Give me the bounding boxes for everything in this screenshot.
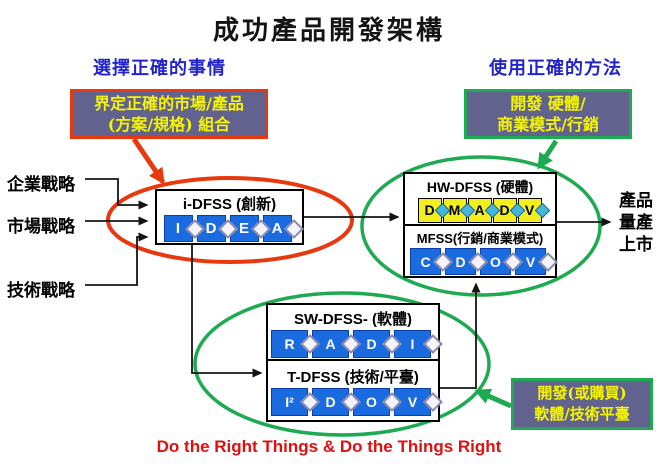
callout-line: (方案/規格) 組合 — [107, 115, 231, 134]
label-enterprise-strategy: 企業戰略 — [7, 175, 75, 195]
process-title-t-dfss: T-DFSS (技術/平臺) — [287, 369, 419, 386]
connector-idfss-to-tdfss — [191, 245, 263, 378]
callout-develop-software-platform: 開發(或購買) 軟體/技術平臺 — [511, 378, 653, 430]
green-callout-arrow-top — [536, 139, 559, 170]
callout-develop-hardware: 開發 硬體/ 商業模式/行銷 — [464, 89, 632, 139]
process-title-hw-dfss: HW-DFSS (硬體) — [426, 178, 534, 195]
label-product-launch-line: 量產 — [619, 213, 653, 233]
connector-tdfss-to-mfss — [440, 282, 481, 389]
callout-line: 開發 硬體/ — [510, 94, 586, 113]
phase-letter-box: R — [271, 329, 308, 358]
green-ellipse-hw-mfss — [360, 155, 602, 297]
label-product-launch-line: 產品 — [619, 191, 653, 211]
process-title-mfss: MFSS(行銷/商業模式) — [416, 231, 544, 246]
label-product-launch: 產品 量產 上市 — [619, 190, 653, 256]
green-ellipse-sw-t — [193, 291, 491, 437]
green-callout-arrow-bottom — [474, 388, 513, 409]
label-market-strategy: 市場戰略 — [7, 217, 75, 237]
red-callout-arrow — [131, 137, 166, 185]
heading-choose-right-things: 選擇正確的事情 — [93, 58, 226, 79]
heading-use-right-methods: 使用正確的方法 — [489, 58, 622, 79]
callout-line: 軟體/技術平臺 — [534, 405, 630, 423]
callout-line: 開發(或購買) — [537, 384, 627, 402]
connector-tech-to-idfss — [85, 232, 149, 286]
connector-enterprise-to-idfss — [85, 178, 149, 210]
callout-line: 界定正確的市場/產品 — [94, 94, 244, 113]
process-title-sw-dfss: SW-DFSS- (軟體) — [293, 310, 412, 328]
footer-slogan: Do the Right Things & Do the Things Righ… — [156, 437, 502, 456]
label-technology-strategy: 技術戰略 — [7, 281, 75, 301]
callout-define-market-product: 界定正確的市場/產品 (方案/規格) 組合 — [70, 89, 268, 139]
label-product-launch-line: 上市 — [619, 235, 653, 255]
red-ellipse-idfss — [106, 176, 354, 264]
process-title-idfss: i-DFSS (創新) — [182, 196, 277, 213]
page-title: 成功產品開發架構 — [212, 16, 445, 46]
callout-line: 商業模式/行銷 — [497, 115, 599, 134]
